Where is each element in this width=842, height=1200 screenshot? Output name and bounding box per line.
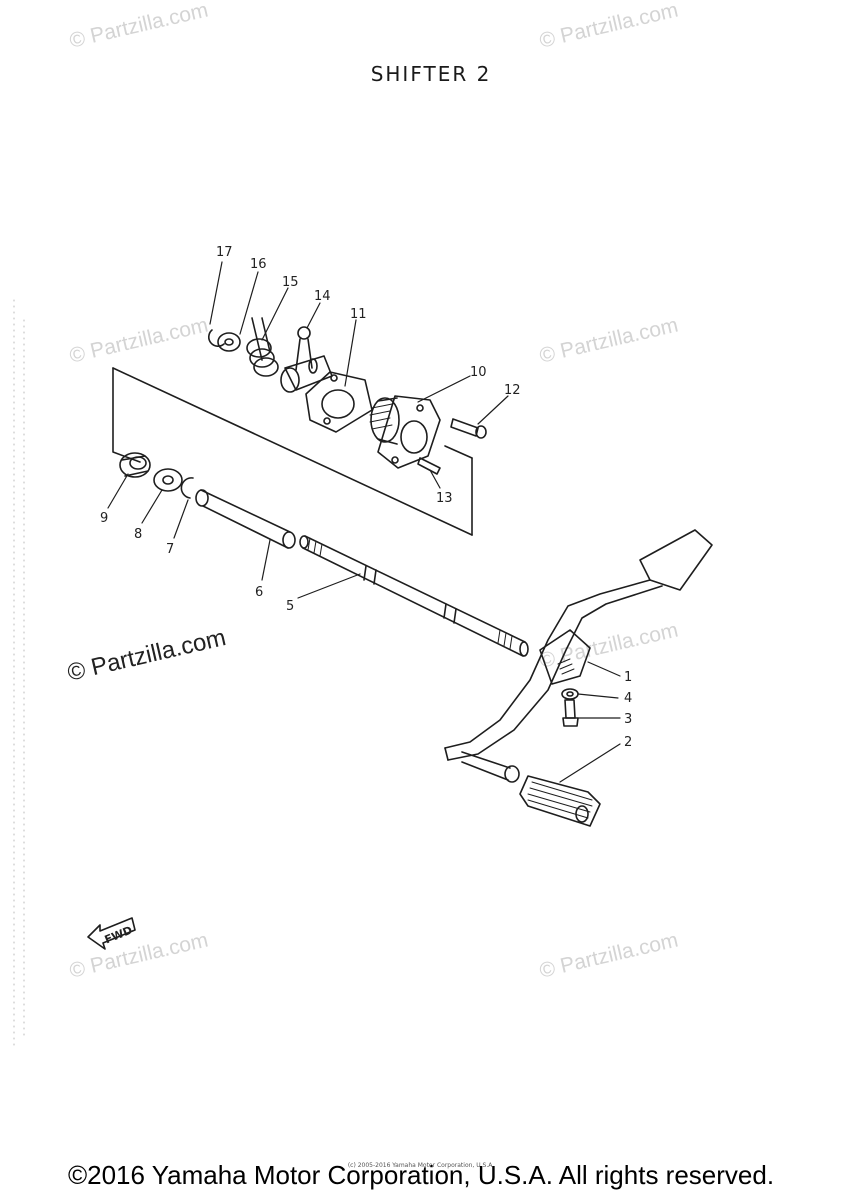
- small-print: (c) 2005-2016 Yamaha Motor Corporation, …: [347, 1162, 495, 1169]
- part-numbers: 17 16 15 14 11 10 12 13 9 8 7 6 5 1 4 3 …: [100, 245, 632, 750]
- gasket-11: [305, 371, 373, 433]
- part-number: 3: [624, 712, 632, 727]
- part-number: 1: [624, 670, 632, 685]
- dowel-13: [417, 457, 441, 475]
- shift-arm-14: [280, 326, 333, 393]
- part-number: 16: [250, 257, 267, 272]
- part-number: 10: [470, 365, 487, 380]
- circlip-17: [208, 329, 225, 347]
- holder-10: [369, 395, 441, 469]
- bolt-12: [450, 418, 487, 439]
- copyright-notice: ©2016 Yamaha Motor Corporation, U.S.A. A…: [67, 1160, 775, 1190]
- shift-shaft-5: [299, 535, 529, 657]
- shift-pedal-1: [444, 529, 713, 783]
- fwd-label: FWD: [103, 924, 135, 947]
- part-number: 13: [436, 491, 453, 506]
- part-number: 8: [134, 527, 142, 542]
- leader-lines: [107, 261, 621, 783]
- washer-4: [561, 688, 579, 700]
- part-number: 15: [282, 275, 299, 290]
- collar-6: [195, 489, 296, 549]
- part-number: 11: [350, 307, 367, 322]
- washer-16: [217, 332, 241, 352]
- spring-15: [246, 317, 279, 377]
- part-number: 7: [166, 542, 174, 557]
- part-number: 2: [624, 735, 632, 750]
- part-number: 4: [624, 691, 632, 706]
- part-number: 12: [504, 383, 521, 398]
- circlip-7: [180, 477, 194, 499]
- part-number: 14: [314, 289, 331, 304]
- pedal-rubber-2: [519, 775, 601, 827]
- part-number: 17: [216, 245, 233, 260]
- part-number: 9: [100, 511, 108, 526]
- diagram-title: SHIFTER 2: [370, 62, 492, 86]
- washer-8: [153, 468, 183, 492]
- bearing-9: [119, 452, 151, 478]
- fwd-arrow-icon: [87, 917, 136, 950]
- bolt-3: [562, 699, 579, 727]
- part-number: 6: [255, 585, 263, 600]
- part-number: 5: [286, 599, 294, 614]
